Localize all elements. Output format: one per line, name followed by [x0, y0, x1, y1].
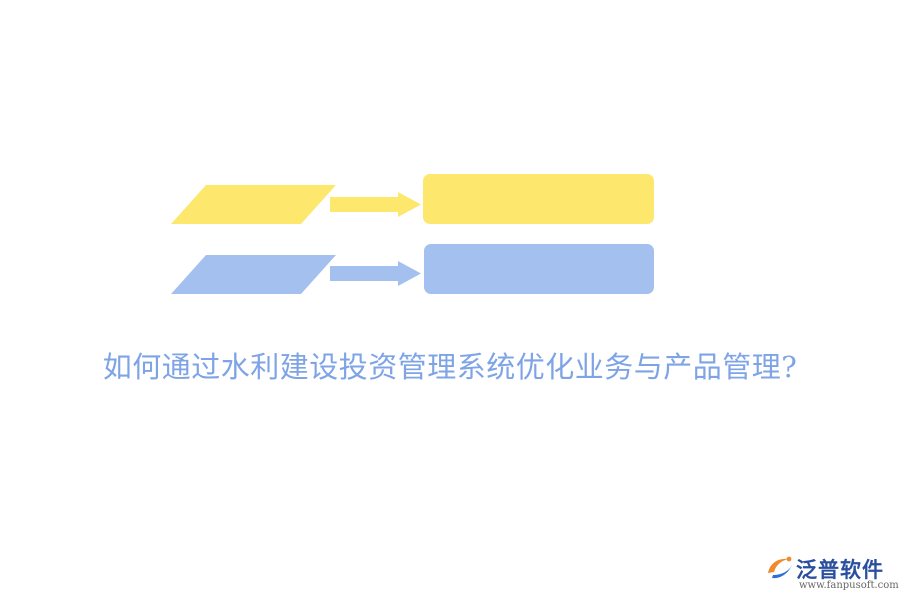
fanpu-logo-icon [768, 556, 792, 579]
input-parallelogram-2 [171, 255, 336, 294]
logo-website: www.fanpusoft.com [799, 580, 899, 591]
page-title: 如何通过水利建设投资管理系统优化业务与产品管理? [102, 350, 798, 384]
arrow-1 [330, 192, 421, 217]
logo-swoosh-blue [772, 565, 792, 579]
arrow-2 [330, 261, 421, 286]
output-box-1 [423, 174, 654, 224]
output-box-2 [424, 244, 654, 294]
input-parallelogram-1 [171, 185, 336, 224]
logo-brand-name: 泛普软件 [796, 558, 884, 582]
logo-swoosh-orange [768, 558, 788, 573]
logo-dot [786, 556, 792, 562]
fanpusoft-logo: 泛普软件 www.fanpusoft.com [764, 551, 899, 595]
